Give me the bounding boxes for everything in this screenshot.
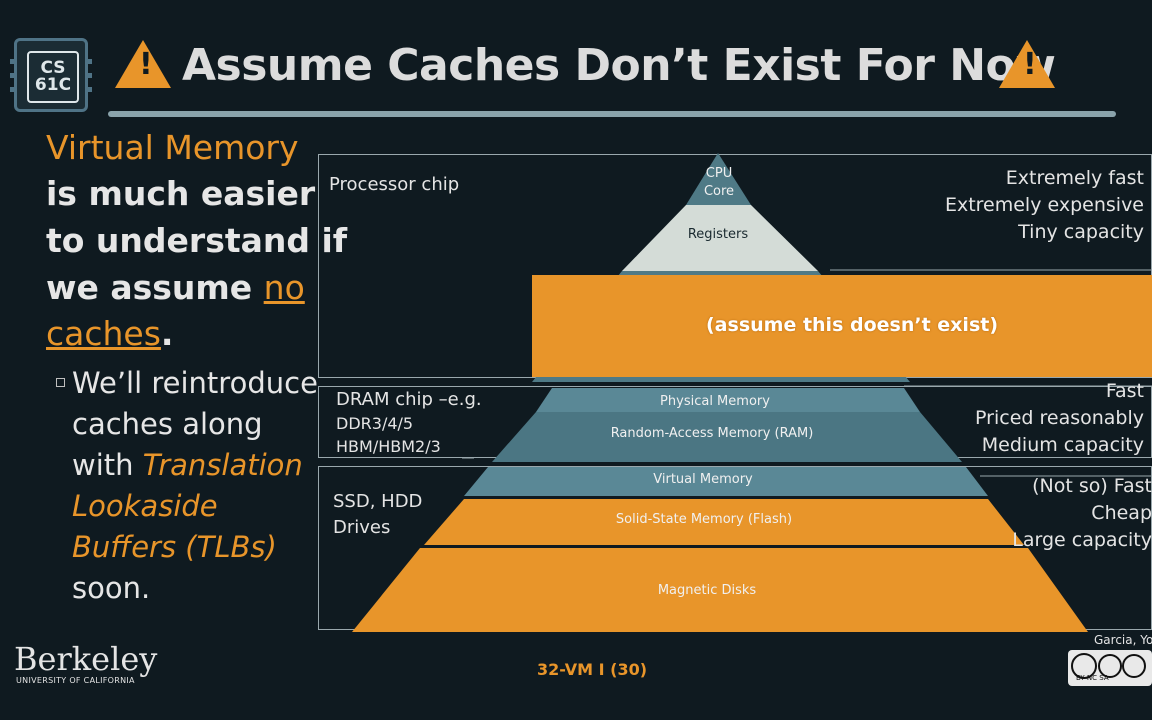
cpu-label-2: Core (703, 184, 735, 199)
ssd-label: Solid-State Memory (Flash) (615, 512, 793, 527)
ssd-hdd-label: SSD, HDD (333, 491, 423, 512)
cpu-label-1: CPU (705, 166, 733, 181)
text-line-5: caches. (46, 310, 173, 357)
bullet-icon (56, 378, 65, 387)
berkeley-logo: Berkeley (14, 640, 158, 678)
virtual-memory-label: Virtual Memory (653, 472, 753, 487)
ssd-tier (424, 499, 1024, 545)
right-top-1: Extremely fast (1005, 167, 1144, 189)
text-no: no (263, 268, 305, 307)
virtual-memory-tier (464, 467, 988, 496)
author-credit: Garcia, Yo (1094, 633, 1152, 647)
right-top-3: Tiny capacity (1018, 221, 1144, 243)
berkeley-subtitle: UNIVERSITY OF CALIFORNIA (16, 676, 135, 685)
bullet-line-5: Buffers (TLBs) (72, 530, 277, 564)
bullet-line-4: Lookaside (72, 489, 218, 523)
magnetic-disks-label: Magnetic Disks (657, 583, 757, 598)
right-bot-1: (Not so) Fast (1032, 475, 1152, 497)
logo-line-2: 61C (34, 75, 72, 95)
slide-title: Assume Caches Don’t Exist For Now (182, 40, 1056, 91)
physical-memory-label: Physical Memory (660, 394, 770, 409)
right-mid-3: Medium capacity (981, 434, 1144, 456)
bullet-line-1: We’ll reintroduce (72, 366, 318, 400)
right-mid-2: Priced reasonably (975, 407, 1144, 429)
registers-label: Registers (687, 227, 749, 242)
text-translation: Translation (142, 448, 303, 482)
cc-labels: BY NC SA (1076, 674, 1109, 682)
bullet-line-3-a: with (72, 448, 143, 482)
dram-chip-label: DRAM chip –e.g. (336, 389, 482, 410)
creative-commons-icon: BY NC SA (1068, 650, 1152, 686)
bullet-line-2: caches along (72, 407, 263, 441)
page-number: 32-VM I (30) (537, 660, 648, 679)
dram-sub-2: HBM/HBM2/3 (336, 437, 441, 456)
text-line-2: is much easier (46, 174, 316, 213)
bullet-line-6: soon. (72, 571, 151, 605)
text-line-4: we assume no (46, 264, 305, 311)
bullet-line-3: with Translation (72, 445, 303, 486)
physical-memory-tier (536, 388, 920, 412)
title-divider (108, 111, 1116, 117)
registers-tier (622, 205, 818, 271)
right-bot-3: Large capacity (1012, 529, 1152, 551)
warning-icon: ! (999, 40, 1055, 88)
dram-sub-1: DDR3/4/5 (336, 414, 414, 433)
text-line-4-a: we assume (46, 268, 264, 307)
warning-icon: ! (115, 40, 171, 88)
text-line-3: to understand if (46, 221, 348, 260)
right-mid-1: Fast (1105, 380, 1144, 402)
ram-tier (492, 412, 962, 462)
cache-band (532, 275, 1152, 377)
text-period: . (160, 314, 174, 353)
ram-label: Random-Access Memory (RAM) (610, 426, 814, 441)
cs61c-logo: CS 61C (10, 38, 92, 112)
drives-label: Drives (333, 517, 391, 538)
logo-line-1: CS (40, 58, 66, 78)
text-caches: caches (46, 314, 161, 353)
right-top-2: Extremely expensive (944, 194, 1144, 216)
processor-chip-label: Processor chip (329, 174, 460, 195)
cpu-core-tier (686, 153, 751, 205)
cache-note: (assume this doesn’t exist) (706, 314, 999, 336)
magnetic-disks-tier (352, 548, 1088, 632)
text-virtual-memory: Virtual Memory (46, 128, 299, 167)
right-bot-2: Cheap (1091, 502, 1152, 524)
